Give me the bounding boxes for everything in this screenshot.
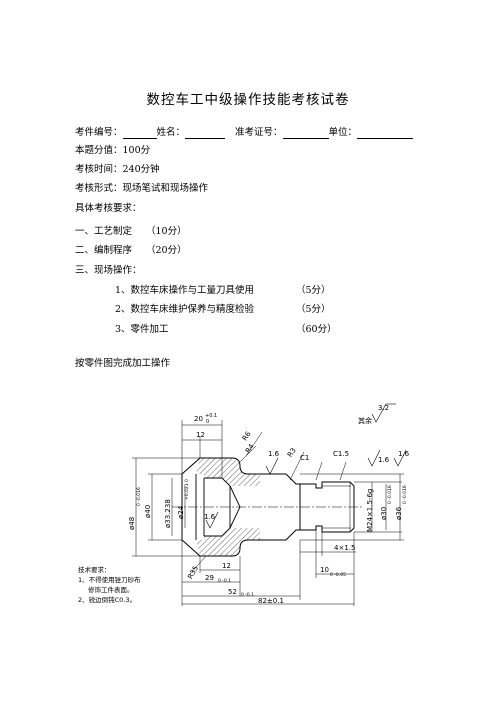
unit-label: 单位： — [328, 127, 358, 138]
unit-blank[interactable] — [357, 128, 414, 139]
dim-29: 29 — [205, 574, 214, 582]
thread-spec: M24×1.5-6g — [366, 489, 374, 532]
roughness-mark-inner — [205, 511, 219, 529]
dim-phi24: ø24 — [177, 505, 185, 519]
notes-line2: 2、锐边倒钝C0.3。 — [78, 595, 136, 604]
exam-time: 考核时间：240分钟 — [75, 164, 160, 175]
dim-12-top: 12 — [196, 431, 205, 439]
dim-52: 52 — [228, 588, 237, 596]
section-label: 二、编制程序 — [75, 245, 133, 256]
top-dimensions — [181, 420, 347, 481]
groove-spec: 4×1.5 — [334, 544, 355, 552]
exam-id-label: 考件编号： — [75, 127, 123, 138]
radius-r4: R4 — [244, 442, 256, 455]
roughness-2: 1.6 — [378, 456, 390, 464]
name-label: 姓名： — [156, 127, 186, 138]
notes-line1b: 修饰工件表面。 — [88, 585, 134, 594]
section-label: 一、工艺制定 — [75, 226, 133, 237]
section-score: （10分） — [146, 226, 187, 237]
dim-12-bottom: 12 — [222, 562, 231, 570]
subitem-3-label: 3、零件加工 — [115, 324, 169, 335]
dim-phi30: ø30 — [380, 507, 388, 520]
page-title: 数控车工中级操作技能考核试卷 — [146, 92, 350, 108]
subitem-1-label: 1、数控车床操作与工量刀具使用 — [115, 285, 255, 296]
dim-10-tol: 0 -0.05 — [330, 572, 346, 578]
dim-phi33: ø33.238 — [164, 499, 172, 528]
chamfer-c15: C1.5 — [333, 450, 349, 458]
notes-title: 技术要求： — [78, 565, 111, 574]
section-hatch-lower — [196, 528, 260, 556]
dim-phi30-tol: 0 -0.016 — [387, 485, 393, 504]
rest-roughness-symbol: 其余 3.2 — [358, 403, 396, 425]
instruction-text: 按零件图完成加工操作 — [75, 358, 171, 369]
roughness-4: 1.6 — [204, 513, 216, 521]
dim-82: 82±0.1 — [258, 597, 284, 605]
roughness-marks-top — [265, 449, 407, 475]
dim-20: 20 — [194, 415, 203, 423]
dim-phi48-tol: 0 -0.016 — [136, 487, 142, 506]
dim-phi40: ø40 — [144, 505, 152, 518]
total-score: 本题分值：100分 — [75, 145, 151, 156]
subitem-1-score: （5分） — [296, 285, 331, 296]
cert-label: 准考证号： — [235, 127, 283, 138]
dim-20-tol-lower: 0 — [206, 419, 209, 425]
exam-id-blank[interactable] — [122, 128, 157, 139]
section-hatch-upper — [196, 458, 260, 486]
dim-20-tol-upper: +0.1 — [205, 413, 217, 419]
exam-form: 考核形式：现场笔试和现场操作 — [75, 183, 209, 194]
rest-label: 其余 — [358, 416, 372, 425]
roughness-3: 1.6 — [398, 450, 410, 458]
radius-r35: R35 — [186, 565, 200, 581]
section-score: （20分） — [146, 245, 187, 256]
subitem-2-score: （5分） — [296, 304, 331, 315]
exam-info-line: 考件编号： 姓名： 准考证号： 单位： — [75, 127, 414, 139]
right-dimensions — [300, 473, 404, 541]
dim-phi24-tol: +0.021 0 — [184, 479, 190, 500]
dim-52-tol: 0 -0.1 — [241, 592, 254, 598]
section-label: 三、现场操作： — [75, 265, 142, 276]
section-2: 二、编制程序 （20分） — [75, 242, 187, 256]
bottom-dimensions — [181, 530, 356, 606]
radius-r6: R6 — [241, 430, 253, 443]
dim-phi36: ø36 — [395, 506, 403, 520]
radius-r3: R3 — [286, 447, 298, 459]
chamfer-c1: C1 — [300, 454, 309, 462]
section-3: 三、现场操作： — [75, 262, 142, 276]
instruction: 按零件图完成加工操作 — [75, 358, 170, 370]
section-1: 一、工艺制定 （10分） — [75, 223, 187, 237]
subitem-2-label: 2、数控车床维护保养与精度检验 — [115, 304, 255, 315]
roughness-1: 1.6 — [268, 450, 280, 458]
dim-phi36-tol: 0 -0.016 — [402, 485, 408, 504]
dim-29-tol: 0 -0.1 — [218, 578, 231, 584]
notes-line1: 1、不得使用锉刀砂布 — [78, 575, 141, 584]
requirements-heading: 具体考核要求： — [75, 203, 142, 214]
cert-blank[interactable] — [282, 128, 329, 139]
dim-10: 10 — [320, 566, 329, 574]
technical-notes: 技术要求： 1、不得使用锉刀砂布 修饰工件表面。 2、锐边倒钝C0.3。 — [78, 565, 141, 604]
subitem-3-score: （60分） — [296, 324, 337, 335]
dim-phi48: ø48 — [128, 517, 136, 530]
name-blank[interactable] — [185, 128, 226, 139]
left-dimensions — [132, 457, 200, 557]
